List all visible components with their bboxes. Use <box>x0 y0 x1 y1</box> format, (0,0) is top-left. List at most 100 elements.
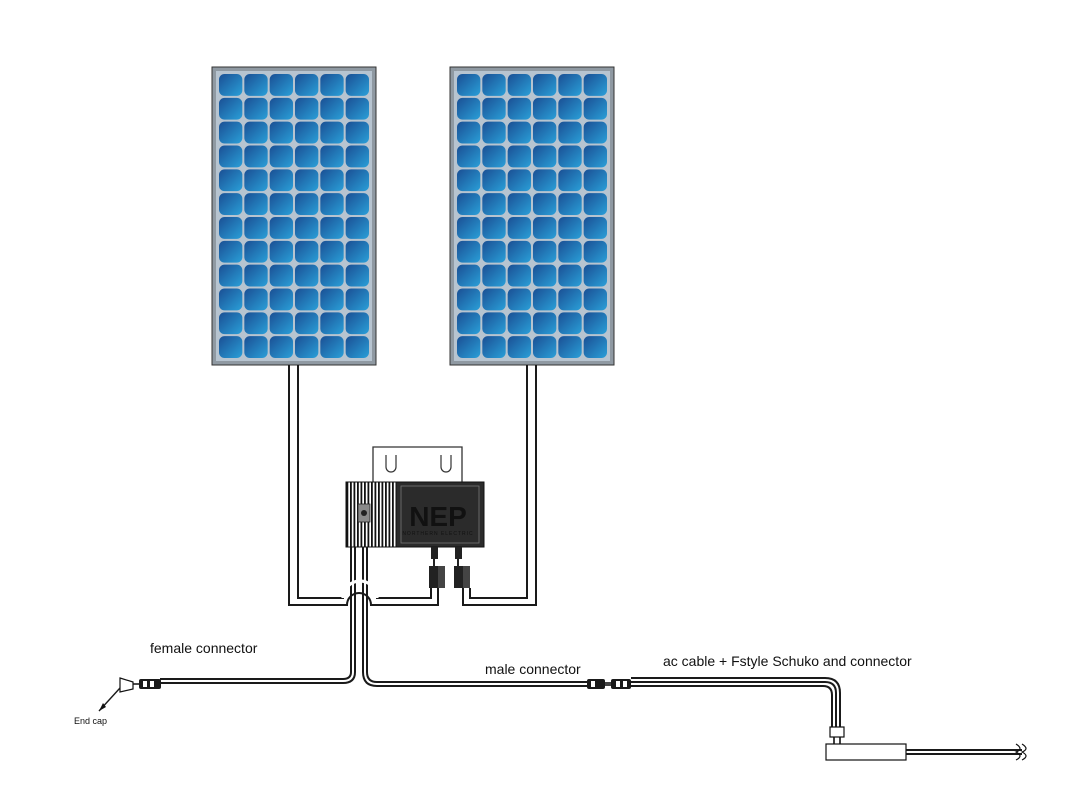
solar-cell <box>533 169 557 192</box>
solar-cell <box>295 121 319 144</box>
solar-cell <box>583 217 607 239</box>
solar-cell <box>345 145 369 168</box>
solar-cell <box>244 169 268 192</box>
solar-cell <box>583 336 607 358</box>
ac-trunk-cable <box>160 547 588 687</box>
solar-cell <box>482 97 506 120</box>
solar-cell <box>320 193 344 215</box>
solar-cell <box>583 264 607 287</box>
solar-cell <box>457 193 481 215</box>
end-cap-label: End cap <box>74 716 107 726</box>
solar-cell <box>269 121 293 144</box>
solar-cell <box>507 74 531 96</box>
solar-cell <box>583 288 607 311</box>
solar-cell <box>482 312 506 335</box>
solar-cell <box>507 312 531 335</box>
solar-cell <box>507 288 531 311</box>
solar-cell <box>269 217 293 239</box>
solar-cell <box>457 169 481 192</box>
solar-cell <box>533 240 557 263</box>
schuko-plug-icon <box>829 726 845 745</box>
cable-break-icon <box>1014 743 1027 761</box>
solar-cell <box>320 312 344 335</box>
solar-cell <box>320 74 344 96</box>
female-connector-label: female connector <box>150 640 258 656</box>
solar-cell <box>244 264 268 287</box>
end-cap <box>98 677 139 712</box>
solar-cell <box>507 264 531 287</box>
solar-cell <box>295 193 319 215</box>
solar-cell <box>507 97 531 120</box>
solar-cell <box>295 336 319 358</box>
solar-cell <box>482 264 506 287</box>
solar-cell <box>345 169 369 192</box>
solar-cell <box>295 217 319 239</box>
solar-cell <box>269 97 293 120</box>
solar-cell <box>320 240 344 263</box>
solar-cell <box>507 217 531 239</box>
solar-cell <box>244 336 268 358</box>
male-connector-label: male connector <box>485 661 581 677</box>
solar-cell <box>482 121 506 144</box>
solar-panel-left <box>211 66 377 366</box>
solar-cell <box>457 121 481 144</box>
solar-cell <box>533 97 557 120</box>
solar-cell <box>219 169 243 192</box>
inverter-brand-logo: NEP <box>409 501 467 532</box>
solar-cell <box>345 312 369 335</box>
solar-cell <box>219 74 243 96</box>
solar-cell <box>295 74 319 96</box>
solar-cell <box>244 121 268 144</box>
solar-cell <box>269 336 293 358</box>
solar-cell <box>244 217 268 239</box>
solar-cell <box>583 193 607 215</box>
female-connector <box>139 679 161 689</box>
solar-cell <box>320 264 344 287</box>
solar-cell <box>269 312 293 335</box>
solar-cell <box>244 74 268 96</box>
solar-cell <box>345 264 369 287</box>
solar-cell <box>558 145 582 168</box>
solar-cell <box>345 74 369 96</box>
solar-cell <box>295 312 319 335</box>
solar-cell <box>219 121 243 144</box>
solar-cell <box>320 169 344 192</box>
solar-cell <box>558 74 582 96</box>
solar-cell <box>345 240 369 263</box>
solar-cell <box>320 121 344 144</box>
solar-cell <box>244 240 268 263</box>
solar-cell <box>533 336 557 358</box>
solar-cell <box>219 217 243 239</box>
solar-cell <box>533 74 557 96</box>
solar-cell <box>507 240 531 263</box>
solar-cell <box>219 288 243 311</box>
solar-cell <box>457 74 481 96</box>
solar-cell <box>244 97 268 120</box>
solar-cell <box>345 336 369 358</box>
power-outlet-strip <box>825 743 1022 761</box>
solar-cell <box>345 217 369 239</box>
solar-cell <box>558 121 582 144</box>
solar-cell <box>533 264 557 287</box>
solar-cell <box>269 74 293 96</box>
solar-cell <box>482 145 506 168</box>
solar-cell <box>533 312 557 335</box>
solar-cell <box>295 97 319 120</box>
solar-cell <box>219 312 243 335</box>
solar-cell <box>558 193 582 215</box>
male-connector <box>587 679 631 689</box>
solar-cell <box>457 264 481 287</box>
solar-cell <box>583 240 607 263</box>
solar-cell <box>558 169 582 192</box>
ac-cable <box>631 677 841 727</box>
solar-cell <box>269 240 293 263</box>
solar-cell <box>320 288 344 311</box>
solar-cell <box>320 97 344 120</box>
solar-cell <box>244 288 268 311</box>
solar-cell <box>244 312 268 335</box>
solar-cell <box>558 336 582 358</box>
solar-cell <box>320 336 344 358</box>
solar-cell <box>583 312 607 335</box>
solar-cell <box>345 121 369 144</box>
solar-cell <box>482 288 506 311</box>
